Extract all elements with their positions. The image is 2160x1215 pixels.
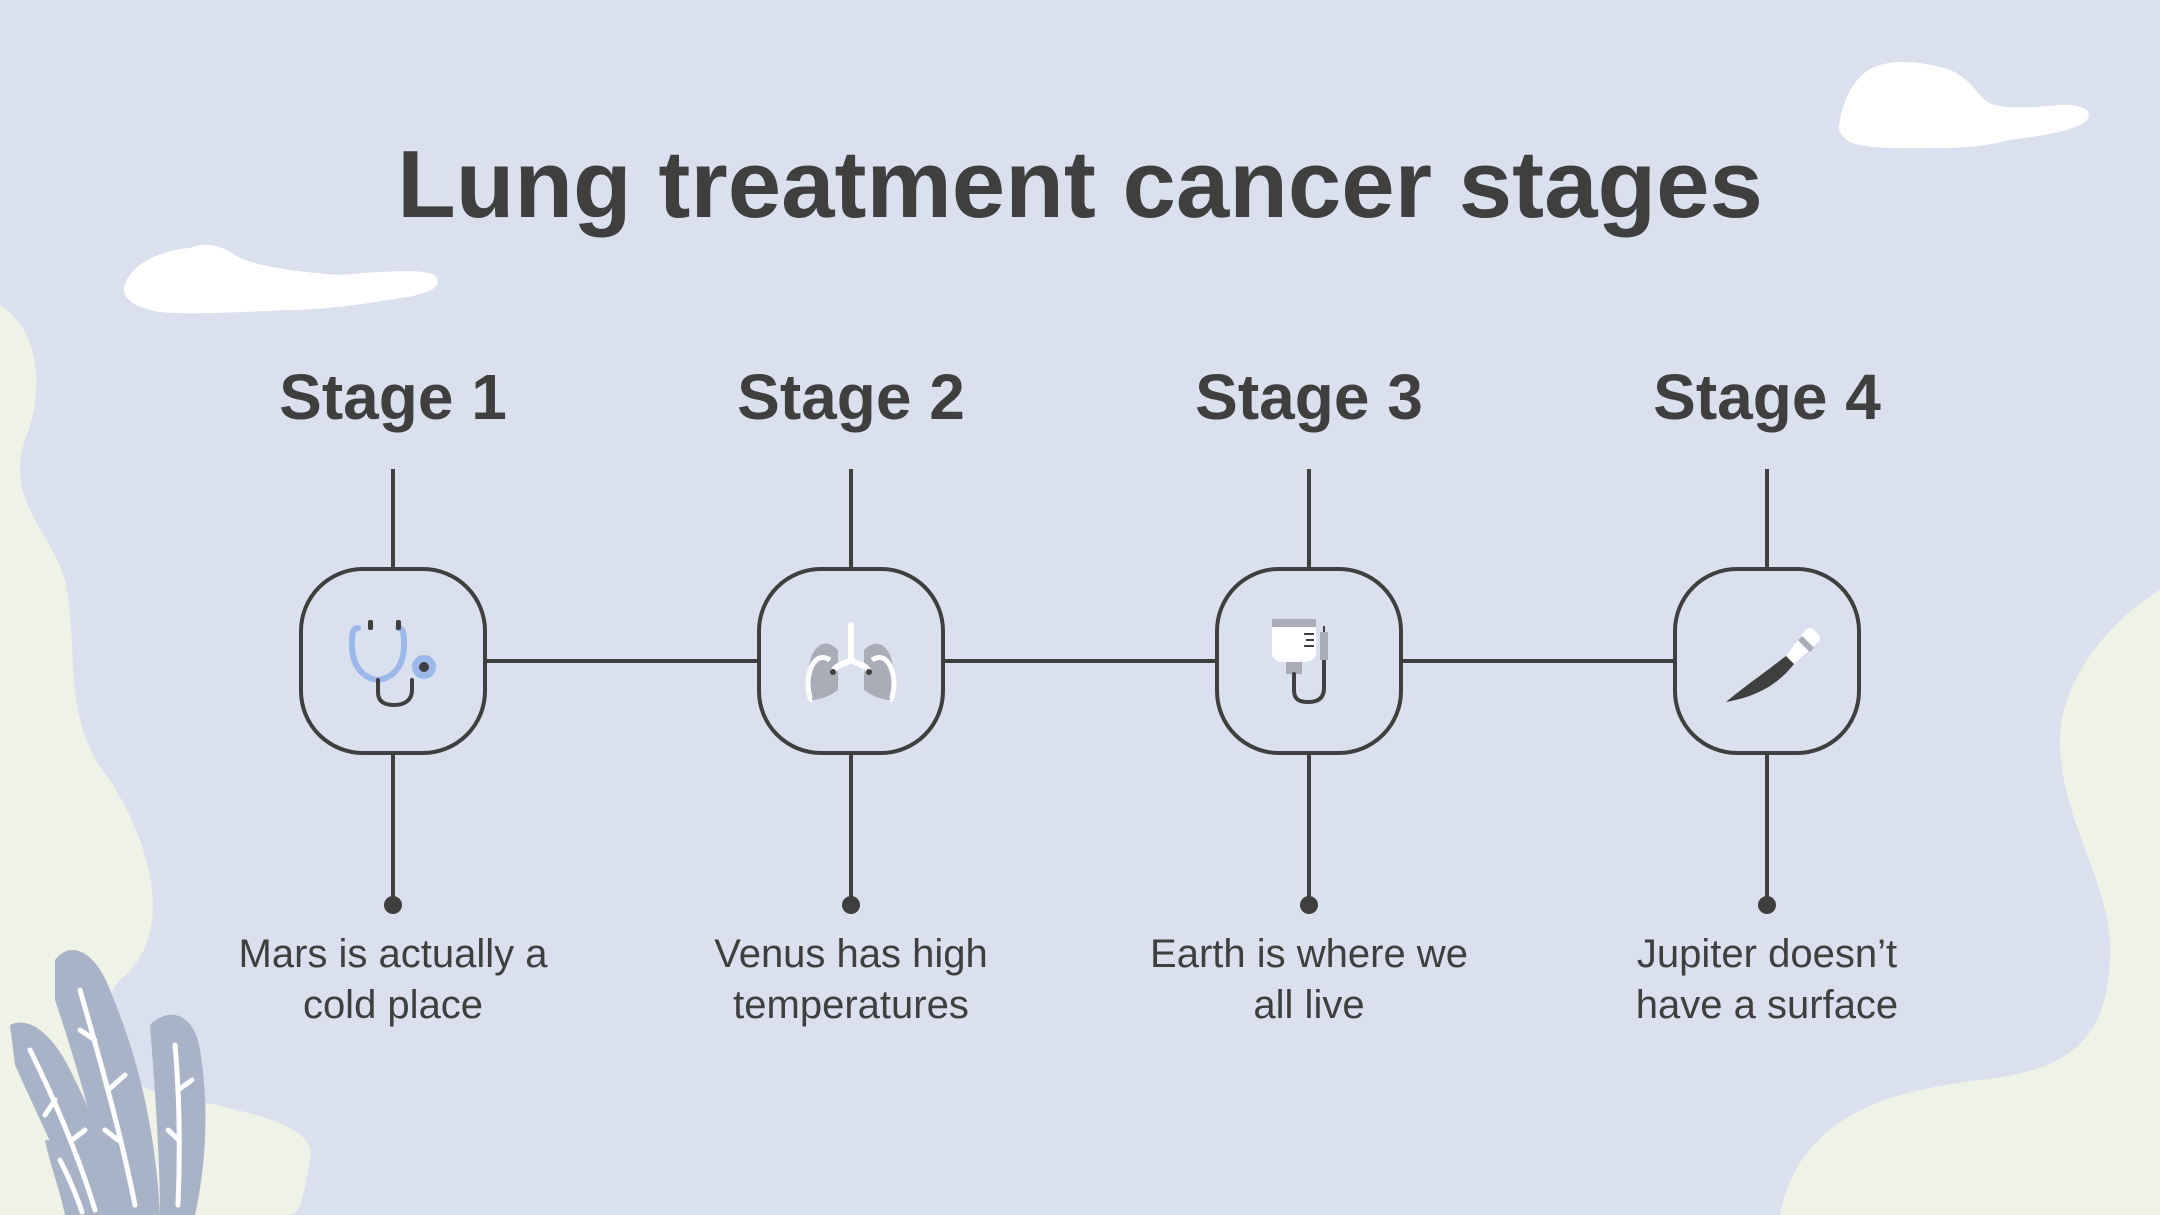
stage-node-2 [757,469,945,914]
stage-description-3: Earth is where we all live [1150,932,1468,1027]
stethoscope-icon [348,620,436,708]
right-blob-shape [1780,590,2160,1215]
cloud-left-shape [124,244,438,314]
stage-label-2: Stage 2 [737,361,965,433]
stage-description-1: Mars is actually a cold place [238,932,548,1027]
plant-veins [27,987,195,1215]
cloud-right-shape [1839,62,2089,149]
stage-node-1 [299,469,487,914]
stage-label-3: Stage 3 [1195,361,1423,433]
stage-label-4: Stage 4 [1653,361,1881,433]
scalpel-icon [1726,627,1821,702]
lungs-icon [805,622,897,703]
stage-node-4 [1673,469,1861,914]
stage-description-4: Jupiter doesn’t have a surface [1635,932,1899,1027]
page-title: Lung treatment cancer stages [397,131,1763,238]
stage-node-3 [1215,469,1403,914]
iv-bag-icon [1272,619,1328,705]
stage-description-2: Venus has high temperatures [714,932,988,1027]
stage-label-1: Stage 1 [279,361,507,433]
